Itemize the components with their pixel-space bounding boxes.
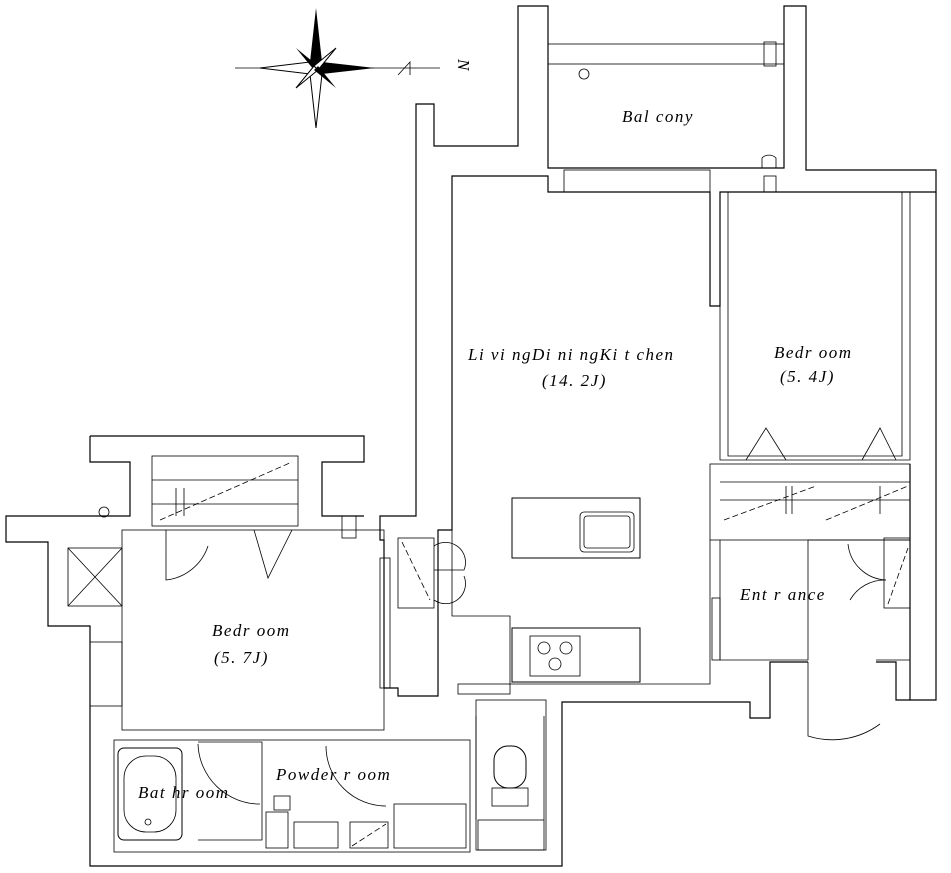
room-label-entrance: Ent r ance — [739, 585, 826, 604]
room-area-bedroom-right: (5. 4J) — [780, 367, 835, 386]
room-area-bedroom-left: (5. 7J) — [214, 648, 269, 667]
exterior-walls — [5, 5, 937, 867]
closet-right-bedroom — [709, 427, 911, 541]
room-area-ldk: (14. 2J) — [542, 371, 607, 390]
room-label-powder-room: Powder r oom — [275, 765, 391, 784]
left-bedroom-details — [67, 506, 391, 707]
north-label: N — [454, 58, 473, 72]
wet-area — [117, 716, 545, 851]
closet-left-bedroom — [151, 455, 299, 581]
room-label-bedroom-right: Bedr oom — [774, 343, 853, 362]
balcony-area — [547, 41, 785, 193]
entrance-area — [711, 537, 911, 741]
room-label-bathroom: Bat hr oom — [138, 783, 230, 802]
interior-walls — [113, 192, 911, 853]
room-label-bedroom-left: Bedr oom — [212, 621, 291, 640]
room-label-ldk: Li vi ngDi ni ngKi t chen — [467, 345, 675, 364]
kitchen-area — [397, 497, 641, 695]
compass-rose-icon — [235, 8, 440, 129]
room-label-balcony: Bal cony — [622, 107, 694, 126]
